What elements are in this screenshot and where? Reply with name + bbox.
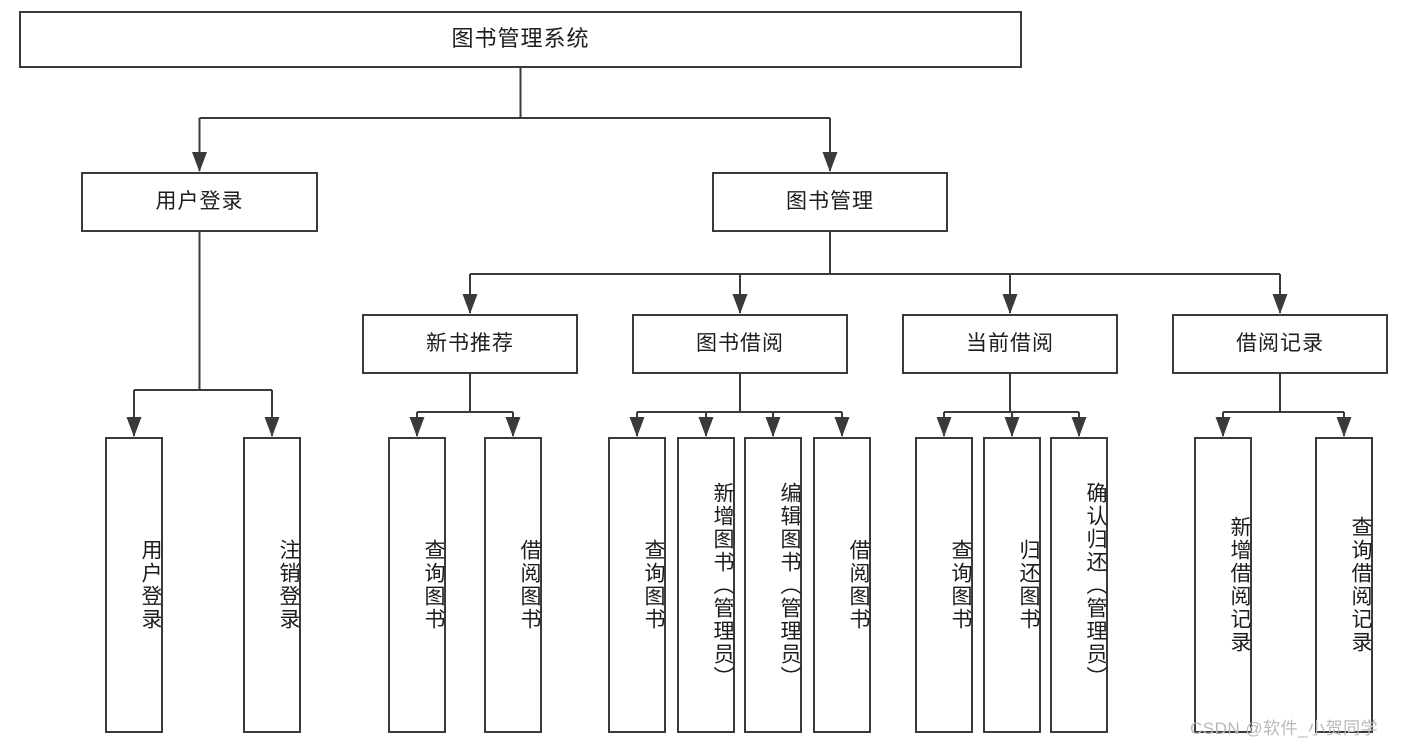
node-leaf-borrow-book-recommend[interactable]: 借阅图书: [484, 437, 542, 733]
node-label: 当前借阅: [966, 332, 1054, 356]
watermark: CSDN @软件_小贺同学: [1190, 719, 1379, 738]
node-label: 查询图书: [642, 539, 665, 631]
node-label: 编辑图书（管理员）: [778, 481, 801, 689]
node-label: 图书借阅: [696, 332, 784, 356]
node-label: 图书管理系统: [451, 26, 590, 52]
node-label: 借阅记录: [1236, 332, 1324, 356]
node-label: 查询借阅记录: [1349, 516, 1372, 654]
node-book-borrow[interactable]: 图书借阅: [632, 314, 848, 374]
node-label: 注销登录: [277, 539, 300, 631]
node-leaf-query-borrow-record[interactable]: 查询借阅记录: [1315, 437, 1373, 733]
node-label: 用户登录: [139, 539, 162, 631]
node-book-manage[interactable]: 图书管理: [712, 172, 948, 232]
node-leaf-confirm-return[interactable]: 确认归还（管理员）: [1050, 437, 1108, 733]
node-current-borrow[interactable]: 当前借阅: [902, 314, 1118, 374]
node-leaf-edit-book[interactable]: 编辑图书（管理员）: [744, 437, 802, 733]
node-leaf-query-book-borrow[interactable]: 查询图书: [608, 437, 666, 733]
node-root[interactable]: 图书管理系统: [19, 11, 1022, 68]
node-leaf-add-book[interactable]: 新增图书（管理员）: [677, 437, 735, 733]
node-leaf-query-book-current[interactable]: 查询图书: [915, 437, 973, 733]
node-label: 用户登录: [155, 190, 244, 214]
node-label: 新书推荐: [426, 332, 514, 356]
node-user-login[interactable]: 用户登录: [81, 172, 318, 232]
node-label: 归还图书: [1017, 539, 1040, 631]
node-borrow-record[interactable]: 借阅记录: [1172, 314, 1388, 374]
node-label: 新增借阅记录: [1228, 516, 1251, 654]
node-label: 查询图书: [422, 539, 445, 631]
node-leaf-borrow-book[interactable]: 借阅图书: [813, 437, 871, 733]
node-leaf-user-login[interactable]: 用户登录: [105, 437, 163, 733]
node-label: 确认归还（管理员）: [1084, 481, 1107, 689]
node-label: 借阅图书: [518, 539, 541, 631]
node-leaf-add-borrow-record[interactable]: 新增借阅记录: [1194, 437, 1252, 733]
node-leaf-return-book[interactable]: 归还图书: [983, 437, 1041, 733]
node-label: 借阅图书: [847, 539, 870, 631]
node-label: 查询图书: [949, 539, 972, 631]
node-leaf-logout[interactable]: 注销登录: [243, 437, 301, 733]
node-new-book-recommend[interactable]: 新书推荐: [362, 314, 578, 374]
node-label: 图书管理: [786, 190, 874, 214]
node-leaf-query-book-recommend[interactable]: 查询图书: [388, 437, 446, 733]
node-label: 新增图书（管理员）: [711, 481, 734, 689]
